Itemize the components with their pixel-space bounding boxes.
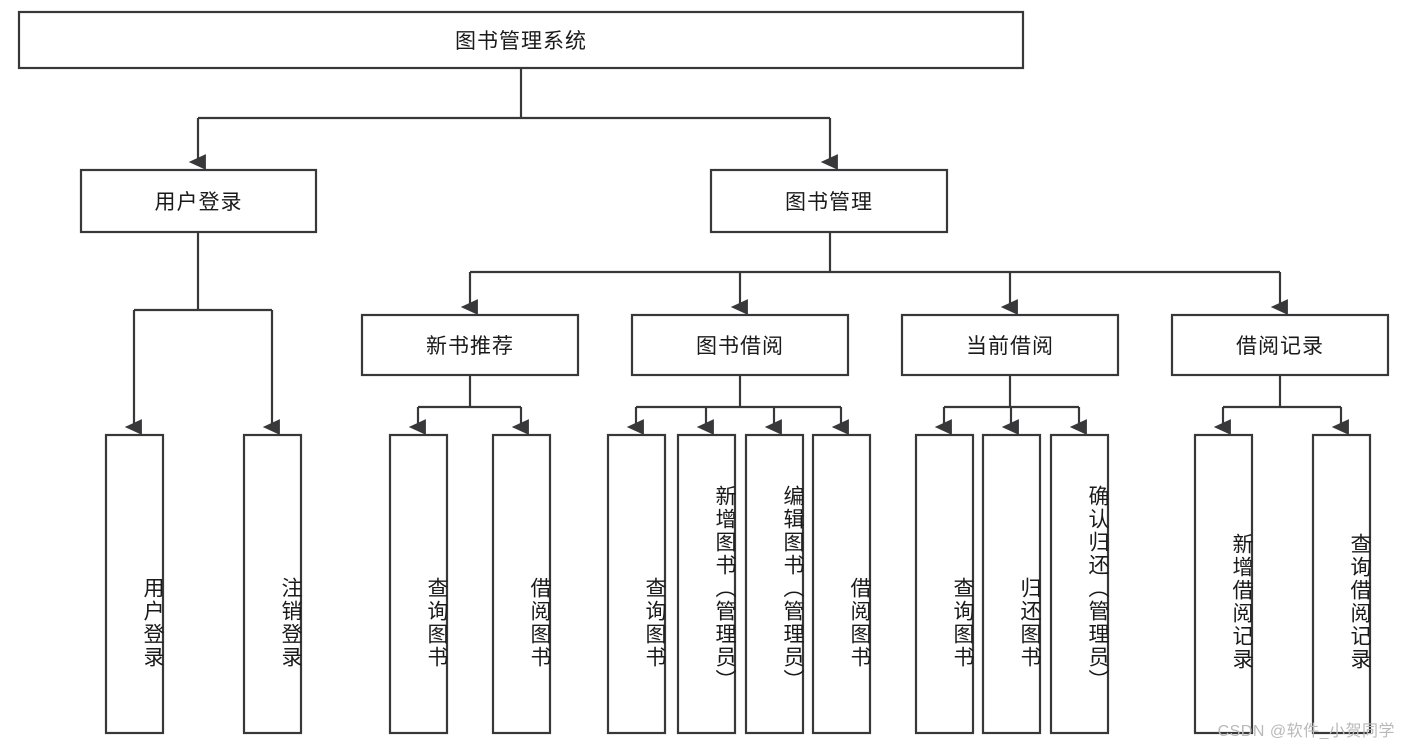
node-box-leaf-query-book-3[interactable]: [914, 433, 975, 735]
node-box-leaf-return-book[interactable]: [981, 433, 1042, 735]
connector-group: [124, 68, 1349, 435]
node-box-leaf-add-book[interactable]: [676, 433, 737, 735]
node-box-borrow-record[interactable]: [1170, 313, 1390, 377]
node-box-leaf-query-record[interactable]: [1311, 433, 1372, 735]
node-box-leaf-confirm-return[interactable]: [1049, 433, 1110, 735]
node-box-book-mgmt[interactable]: [709, 168, 949, 234]
node-box-leaf-user-login[interactable]: [104, 433, 165, 735]
node-box-book-borrow[interactable]: [630, 313, 850, 377]
watermark-text: CSDN @软件_小贺同学: [1217, 723, 1395, 740]
node-box-leaf-borrow-book-2[interactable]: [811, 433, 872, 735]
node-box-leaf-edit-book[interactable]: [744, 433, 805, 735]
node-box-leaf-add-record[interactable]: [1193, 433, 1254, 735]
node-box-user-login[interactable]: [79, 168, 318, 234]
node-box-root[interactable]: [17, 10, 1025, 70]
node-box-leaf-query-book-1[interactable]: [388, 433, 449, 735]
node-box-group: [17, 10, 1390, 735]
node-box-leaf-borrow-book-1[interactable]: [491, 433, 552, 735]
node-box-new-book-rec[interactable]: [360, 313, 580, 377]
node-box-current-borrow[interactable]: [900, 313, 1120, 377]
node-box-leaf-logout[interactable]: [242, 433, 303, 735]
node-box-leaf-query-book-2[interactable]: [606, 433, 667, 735]
